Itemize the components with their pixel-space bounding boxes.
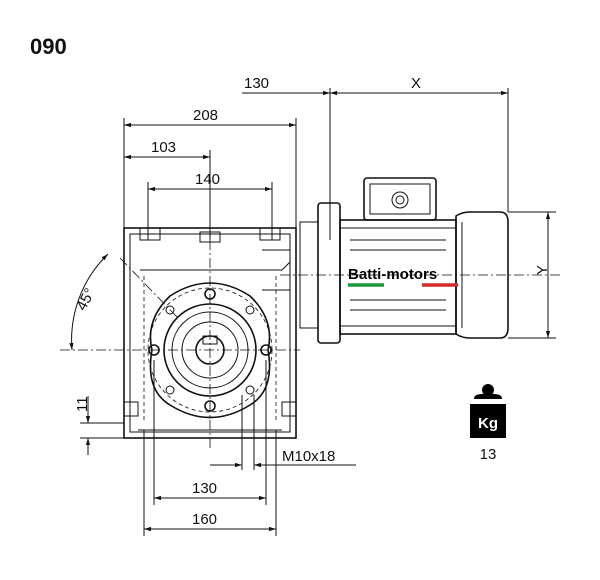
dim-label-angle: 45° bbox=[73, 286, 99, 314]
dim-label-103: 103 bbox=[151, 139, 176, 156]
dim-label-y: Y bbox=[534, 265, 551, 275]
dim-label-140: 140 bbox=[195, 171, 220, 188]
dim-160: 160 bbox=[143, 430, 277, 536]
dim-angle: 45° bbox=[69, 253, 109, 351]
dim-208: 208 bbox=[123, 107, 297, 228]
weight-unit: Kg bbox=[478, 415, 498, 432]
dim-11: 11 bbox=[74, 396, 124, 455]
dim-label-130-bottom: 130 bbox=[192, 480, 217, 497]
kg-weight-icon: Kg bbox=[470, 384, 506, 438]
center-lines bbox=[60, 88, 560, 450]
dim-103: 103 bbox=[124, 139, 211, 240]
dim-label-x: X bbox=[411, 75, 421, 92]
dim-y: Y bbox=[508, 211, 556, 339]
brand-name: Batti-motors bbox=[348, 266, 437, 283]
dim-label-130-top: 130 bbox=[244, 75, 269, 92]
dim-bottom-130: 130 bbox=[153, 360, 267, 505]
motor-body bbox=[299, 202, 509, 344]
dim-label-11: 11 bbox=[74, 396, 91, 412]
weight-value: 13 bbox=[480, 446, 497, 463]
thread-callout: M10x18 bbox=[210, 395, 356, 470]
dim-label-208: 208 bbox=[193, 107, 218, 124]
terminal-box bbox=[363, 177, 437, 221]
dim-140: 140 bbox=[147, 171, 273, 240]
dim-label-thread: M10x18 bbox=[282, 448, 335, 465]
dim-x: X bbox=[330, 75, 509, 212]
dim-top-130: 130 bbox=[242, 75, 330, 96]
page-title: 090 bbox=[30, 34, 67, 59]
dim-label-160: 160 bbox=[192, 511, 217, 528]
